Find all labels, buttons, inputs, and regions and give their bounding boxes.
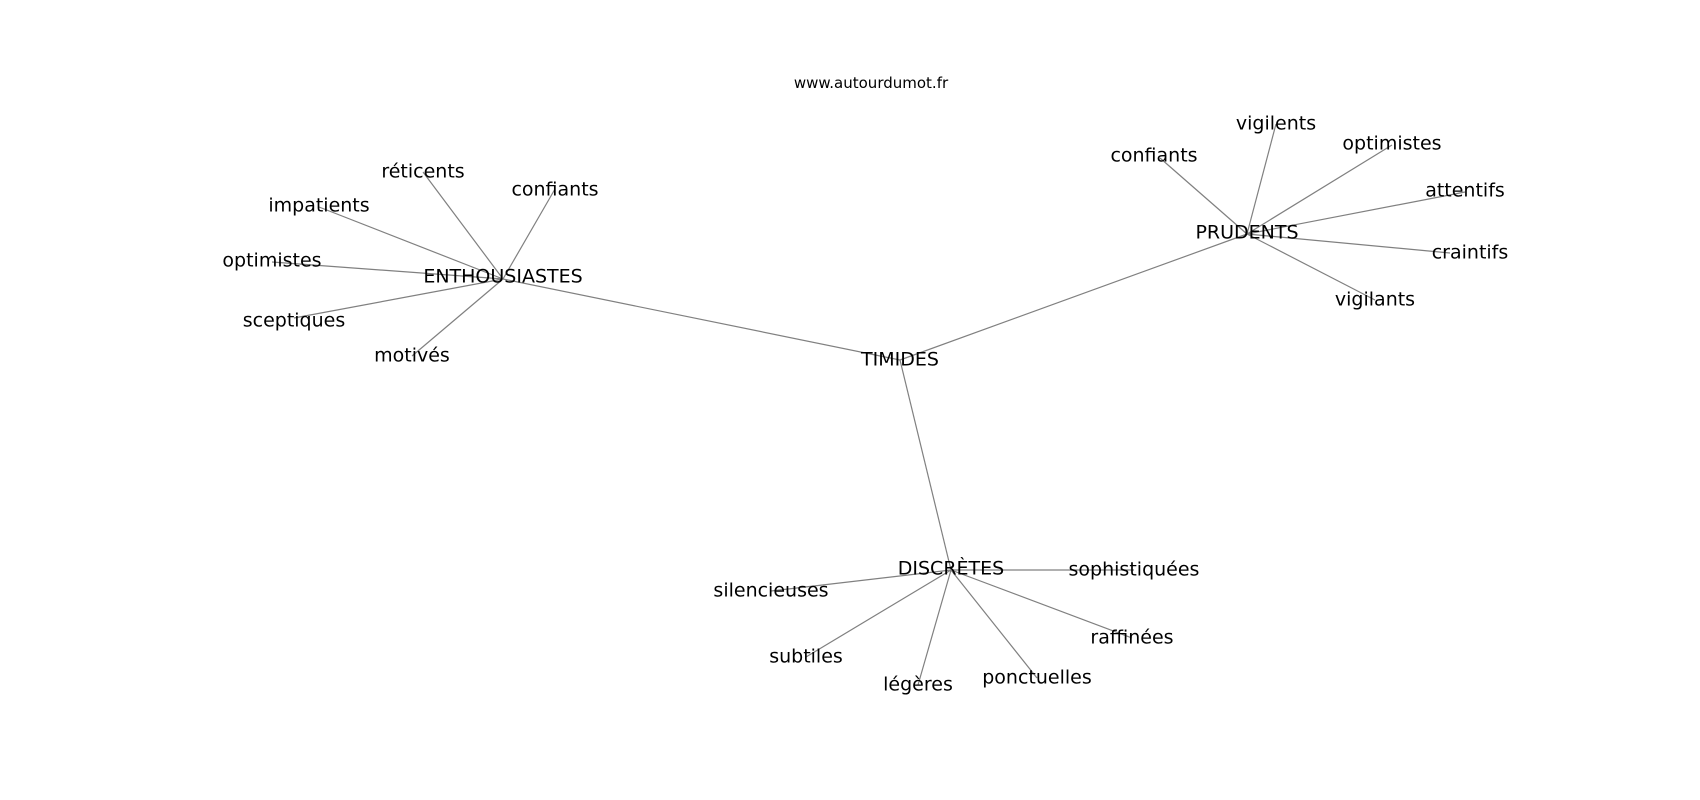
leaf-node-ponctuelles: ponctuelles (982, 667, 1092, 689)
edge-enthousiastes-to-optimistes (271, 261, 504, 280)
leaf-node-confiants: confiants (511, 179, 598, 201)
leaf-node-sceptiques: sceptiques (243, 310, 346, 332)
edge-enthousiastes-to-confiants (502, 188, 556, 280)
leaf-node-reticents: réticents (381, 161, 464, 183)
edge-center-to-enthousiastes (502, 278, 901, 361)
edge-discretes-to-ponctuelles (950, 569, 1038, 679)
edge-prudents-to-vigilents (1246, 123, 1277, 235)
hub-node-enthousiastes: ENTHOUSIASTES (423, 266, 582, 288)
graph-labels: TIMIDES ENTHOUSIASTES réticents confiants im… (222, 113, 1508, 696)
leaf-node-sophistiquees: sophistiquées (1069, 559, 1200, 581)
graph-edges (271, 123, 1466, 686)
edge-discretes-to-raffinees (950, 569, 1133, 639)
leaf-node-legeres: légères (883, 674, 953, 696)
center-node-label: TIMIDES (860, 349, 939, 371)
edge-prudents-to-confiants (1159, 157, 1248, 235)
leaf-node-optimistes: optimistes (1342, 133, 1441, 155)
leaf-node-attentifs: attentifs (1425, 180, 1505, 202)
leaf-node-silencieuses: silencieuses (713, 580, 828, 602)
edge-discretes-to-silencieuses (770, 569, 952, 592)
leaf-node-vigilents: vigilents (1236, 113, 1316, 135)
edge-prudents-to-optimistes (1246, 144, 1393, 235)
leaf-node-optimistes: optimistes (222, 250, 321, 272)
edge-enthousiastes-to-sceptiques (293, 278, 504, 319)
edge-discretes-to-legeres (917, 569, 952, 686)
edge-enthousiastes-to-reticents (422, 171, 504, 280)
hub-node-prudents: PRUDENTS (1195, 222, 1298, 244)
edge-prudents-to-attentifs (1246, 191, 1466, 235)
leaf-node-confiants: confiants (1110, 145, 1197, 167)
edge-prudents-to-vigilants (1246, 233, 1376, 301)
leaf-node-subtiles: subtiles (769, 646, 843, 668)
leaf-node-impatients: impatients (268, 195, 369, 217)
edge-enthousiastes-to-motives (411, 278, 504, 357)
leaf-node-vigilants: vigilants (1335, 289, 1415, 311)
edge-center-to-discretes (899, 359, 952, 571)
leaf-node-motives: motivés (374, 345, 450, 367)
hub-node-discretes: DISCRÈTES (898, 557, 1004, 580)
edge-center-to-prudents (899, 233, 1248, 361)
leaf-node-raffinees: raffinées (1090, 627, 1173, 649)
leaf-node-craintifs: craintifs (1432, 242, 1509, 264)
edge-discretes-to-subtiles (805, 569, 952, 658)
edge-prudents-to-craintifs (1246, 233, 1451, 254)
edge-enthousiastes-to-impatients (318, 206, 504, 280)
source-credit: www.autourdumot.fr (794, 74, 949, 92)
